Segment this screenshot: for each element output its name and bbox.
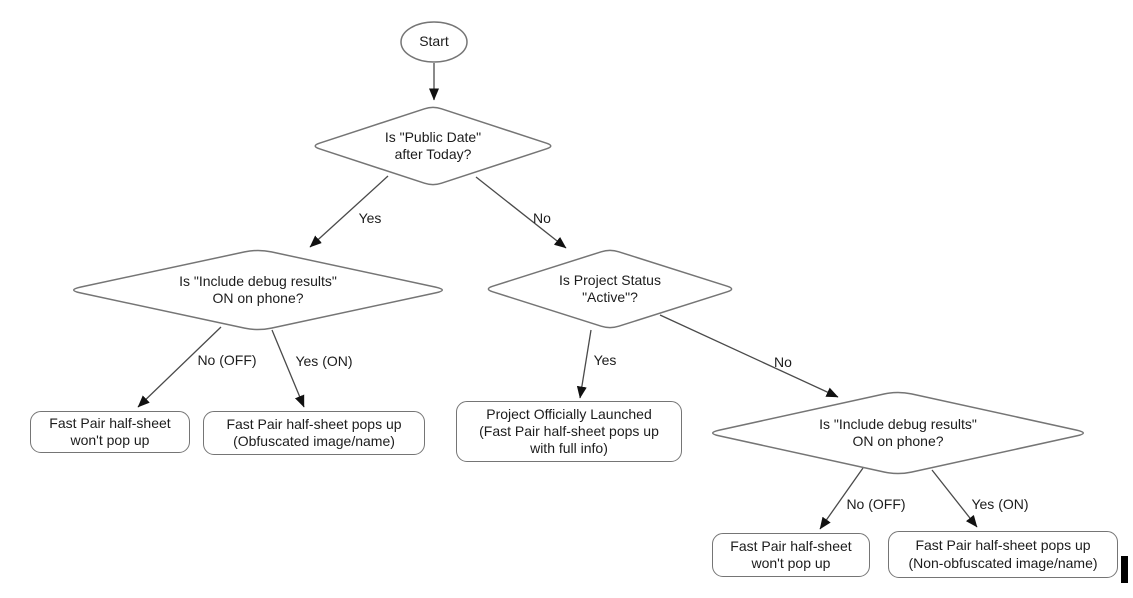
edge-label-yes-on: Yes (ON) bbox=[971, 496, 1029, 512]
node-label: Project Officially Launched (Fast Pair h… bbox=[479, 405, 659, 457]
edge-label-yes: Yes bbox=[358, 210, 382, 226]
node-label: Fast Pair half-sheet won't pop up bbox=[49, 414, 171, 448]
edge-label-no-off: No (OFF) bbox=[846, 496, 906, 512]
decision-project-status: Is Project Status "Active"? bbox=[483, 248, 737, 330]
text-cursor bbox=[1121, 556, 1128, 583]
edge-label-no-off: No (OFF) bbox=[197, 352, 257, 368]
decision-debug-right: Is "Include debug results" ON on phone? bbox=[705, 390, 1091, 476]
decision-debug-left: Is "Include debug results" ON on phone? bbox=[66, 248, 450, 332]
edge-label-yes: Yes bbox=[593, 352, 617, 368]
decision-public-date: Is "Public Date" after Today? bbox=[310, 105, 556, 187]
result-no-popup-left: Fast Pair half-sheet won't pop up bbox=[30, 411, 190, 453]
arrow-project-status-no bbox=[659, 314, 839, 398]
result-no-popup-right: Fast Pair half-sheet won't pop up bbox=[712, 533, 870, 577]
arrow-debug-left-no bbox=[137, 326, 222, 408]
node-label: Fast Pair half-sheet pops up (Obfuscated… bbox=[226, 415, 402, 449]
start-node: Start bbox=[400, 21, 468, 63]
result-obfuscated-popup: Fast Pair half-sheet pops up (Obfuscated… bbox=[203, 411, 425, 455]
result-launched: Project Officially Launched (Fast Pair h… bbox=[456, 401, 682, 462]
edge-label-yes-on: Yes (ON) bbox=[295, 353, 353, 369]
arrow-debug-right-no bbox=[819, 467, 864, 530]
edge-label-no: No bbox=[774, 354, 792, 370]
edge-label-no: No bbox=[533, 210, 551, 226]
arrow-project-status-yes bbox=[576, 329, 592, 399]
node-label: Fast Pair half-sheet pops up (Non-obfusc… bbox=[908, 537, 1098, 571]
arrow-debug-right-yes bbox=[931, 469, 978, 528]
arrow-public-date-no bbox=[475, 176, 567, 249]
node-label: Fast Pair half-sheet won't pop up bbox=[730, 537, 852, 571]
arrow-debug-left-yes bbox=[271, 329, 305, 408]
result-non-obfuscated-popup: Fast Pair half-sheet pops up (Non-obfusc… bbox=[888, 531, 1118, 578]
arrow-public-date-yes bbox=[309, 175, 389, 248]
